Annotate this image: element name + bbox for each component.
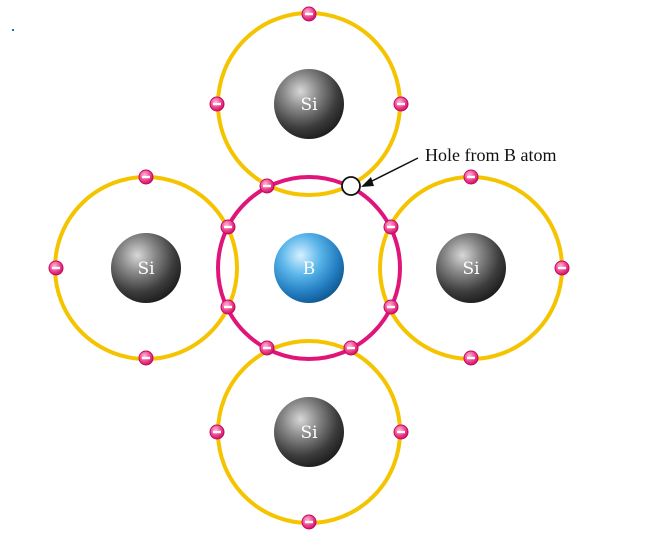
electron-icon bbox=[209, 424, 225, 440]
callout: Hole from B atom bbox=[361, 145, 556, 187]
callout-label: Hole from B atom bbox=[425, 145, 556, 165]
electron-icon bbox=[138, 169, 154, 185]
electron-icon bbox=[343, 340, 359, 356]
electron-icon bbox=[209, 96, 225, 112]
electron-icon bbox=[554, 260, 570, 276]
atom-sphere bbox=[274, 69, 344, 139]
electron-icon bbox=[393, 96, 409, 112]
atom-bottom-si: Si bbox=[274, 397, 344, 467]
atom-label: Si bbox=[300, 95, 318, 115]
atom-sphere bbox=[436, 233, 506, 303]
electron-icon bbox=[463, 169, 479, 185]
atom-label: Si bbox=[300, 423, 318, 443]
atom-sphere bbox=[111, 233, 181, 303]
electrons bbox=[48, 6, 570, 530]
electron-icon bbox=[220, 299, 236, 315]
electron-icon bbox=[138, 350, 154, 366]
electron-icon bbox=[259, 340, 275, 356]
electron-icon bbox=[259, 178, 275, 194]
arrowhead-icon bbox=[361, 177, 374, 187]
electron-icon bbox=[301, 6, 317, 22]
orbit-center-b bbox=[216, 175, 402, 361]
atom-sphere bbox=[274, 233, 344, 303]
atom-label: Si bbox=[137, 259, 155, 279]
stray-dot-mark bbox=[12, 29, 14, 31]
atom-top-si: Si bbox=[274, 69, 344, 139]
atom-label: B bbox=[303, 259, 316, 279]
electron-icon bbox=[463, 350, 479, 366]
hole-icon bbox=[341, 176, 361, 196]
atom-right-si: Si bbox=[436, 233, 506, 303]
callout-arrow-line bbox=[367, 157, 419, 184]
electron-icon bbox=[48, 260, 64, 276]
electron-icon bbox=[220, 219, 236, 235]
electron-icon bbox=[393, 424, 409, 440]
atom-sphere bbox=[274, 397, 344, 467]
atom-label: Si bbox=[462, 259, 480, 279]
electron-icon bbox=[383, 299, 399, 315]
electron-icon bbox=[301, 514, 317, 530]
atom-center-b: B bbox=[274, 233, 344, 303]
atom-left-si: Si bbox=[111, 233, 181, 303]
electron-icon bbox=[383, 219, 399, 235]
